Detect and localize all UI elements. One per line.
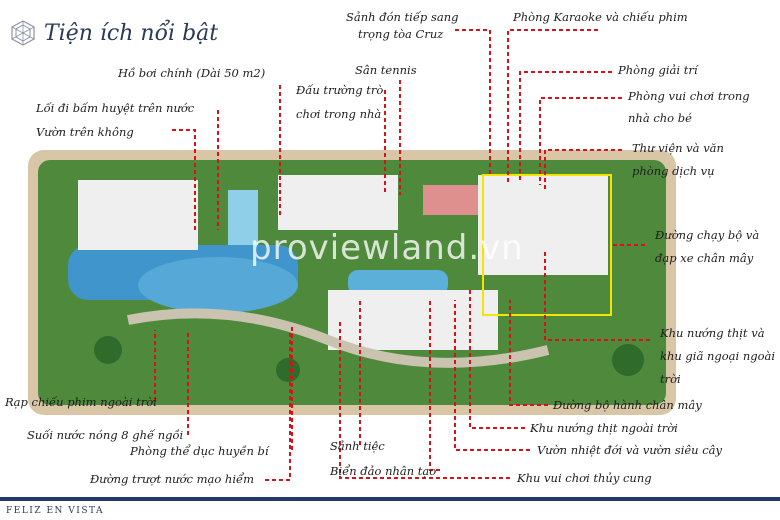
label-aquarium: Khu vui chơi thủy cung	[517, 471, 652, 485]
label-bbq-2: khu giã ngoại ngoài	[660, 349, 776, 363]
label-sky-garden: Vườn trên không	[36, 125, 134, 139]
label-acupressure: Lối đi bấm huyệt trên nước	[36, 101, 195, 115]
footer-bar	[0, 497, 780, 501]
watermark-text: proviewland.vn	[250, 228, 524, 268]
site-plan-map	[28, 150, 676, 415]
label-lobby-2: trọng tòa Cruz	[358, 27, 444, 41]
label-main-pool: Hồ bơi chính (Dài 50 m2)	[118, 66, 266, 80]
label-game-room: Phòng giải trí	[618, 63, 698, 77]
label-lobby: Sảnh đón tiếp sang	[346, 10, 459, 24]
label-kids-room: Phòng vui chơi trong	[628, 89, 750, 103]
label-jogging: Đường chạy bộ và	[655, 228, 760, 242]
label-arena-2: chơi trong nhà	[296, 107, 382, 121]
label-arena: Đấu trường trò	[296, 83, 384, 97]
label-library: Thư viện và văn	[632, 141, 724, 155]
brand-name: FELIZ EN VISTA	[6, 506, 104, 516]
label-artificial-island: Biển đảo nhân tạo	[330, 464, 437, 478]
label-water-slide: Đường trượt nước mạo hiểm	[90, 472, 254, 486]
label-bbq: Khu nướng thịt và	[660, 326, 765, 340]
label-gym: Phòng thể dục huyền bí	[130, 444, 269, 458]
label-tropical-garden: Vườn nhiệt đới và vườn siêu cây	[537, 443, 723, 457]
label-hot-spring: Suối nước nóng 8 ghế ngồi	[27, 428, 184, 442]
label-jogging-2: đạp xe chân mây	[655, 251, 754, 265]
hexagon-logo-icon	[11, 20, 35, 46]
label-tennis: Sân tennis	[355, 63, 417, 77]
label-outdoor-cinema: Rạp chiếu phim ngoài trời	[5, 395, 157, 409]
label-bbq-3: trời	[660, 372, 681, 386]
header: Tiện ích nổi bật	[10, 20, 218, 46]
label-sky-walkway: Đường bộ hành chân mây	[553, 398, 702, 412]
label-banquet: Sảnh tiệc	[330, 439, 385, 453]
label-kids-room-2: nhà cho bé	[628, 111, 692, 125]
label-library-2: phòng dịch vụ	[632, 164, 715, 178]
label-karaoke: Phòng Karaoke và chiếu phim	[513, 10, 688, 24]
label-outdoor-bbq: Khu nướng thịt ngoài trời	[530, 421, 678, 435]
page-title: Tiện ích nổi bật	[44, 20, 219, 46]
